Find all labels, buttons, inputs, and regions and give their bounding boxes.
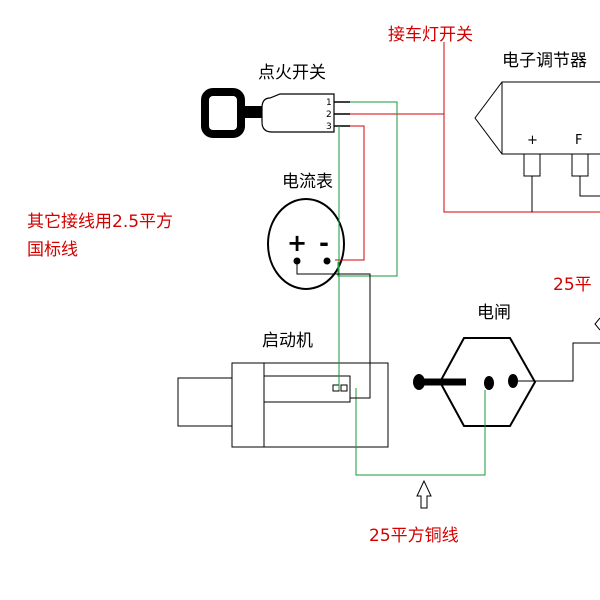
copper-wire-label-right: 25平 (553, 275, 592, 295)
ammeter-body (267, 198, 345, 290)
ignition-pin-3-label: 3 (326, 122, 332, 132)
ignition-switch: 1 2 3 (201, 88, 350, 138)
headlight-connection-label: 接车灯开关 (388, 25, 473, 45)
regulator-plus-label: + (527, 133, 538, 148)
electronic-regulator: + F (474, 81, 600, 177)
black-wire-ammeter-to-starter (296, 261, 371, 399)
starter-gear-housing (177, 377, 233, 427)
ammeter-minus-label: - (319, 229, 329, 257)
ammeter: + - (267, 198, 345, 290)
battery-switch-terminal-left (484, 376, 494, 390)
starter-solenoid (263, 375, 351, 403)
regulator-label: 电子调节器 (502, 51, 587, 71)
green-wires (337, 101, 486, 476)
red-wire-headlight-bus (443, 42, 600, 213)
ammeter-label: 电流表 (282, 172, 333, 192)
regulator-body (474, 81, 600, 155)
black-wires (296, 176, 600, 399)
ignition-pin-2-label: 2 (326, 110, 332, 120)
ignition-body (261, 93, 335, 133)
black-wire-battery-switch-out (513, 342, 600, 382)
battery-switch-label: 电闸 (477, 303, 511, 323)
ignition-key-icon (201, 88, 245, 138)
arrow-up-icon (416, 479, 432, 509)
regulator-f-terminal (571, 153, 589, 177)
other-wiring-note-line1: 其它接线用2.5平方 (27, 212, 173, 232)
red-wire-ignition-3-to-ammeter (335, 125, 365, 261)
ignition-switch-label: 点火开关 (258, 63, 326, 83)
ammeter-plus-label: + (287, 229, 307, 257)
ammeter-minus-terminal (323, 257, 331, 265)
battery-switch (413, 337, 537, 427)
black-wire-zigzag (594, 317, 600, 331)
black-wire-regulator-f (579, 176, 600, 197)
ignition-key-shaft (238, 106, 266, 118)
starter-motor (177, 362, 389, 448)
regulator-plus-terminal (523, 153, 541, 177)
green-wire-ignition-1-to-ammeter (337, 101, 398, 277)
ignition-pin-1-label: 1 (326, 98, 332, 108)
regulator-f-label: F (575, 133, 582, 148)
green-wire-copper-25 (355, 388, 486, 476)
copper-wire-label-left: 25平方铜线 (369, 526, 459, 546)
starter-motor-label: 启动机 (262, 331, 313, 351)
battery-switch-handle-icon (413, 374, 425, 390)
starter-solenoid-terminal-2 (340, 384, 348, 392)
other-wiring-note-line2: 国标线 (27, 240, 78, 260)
